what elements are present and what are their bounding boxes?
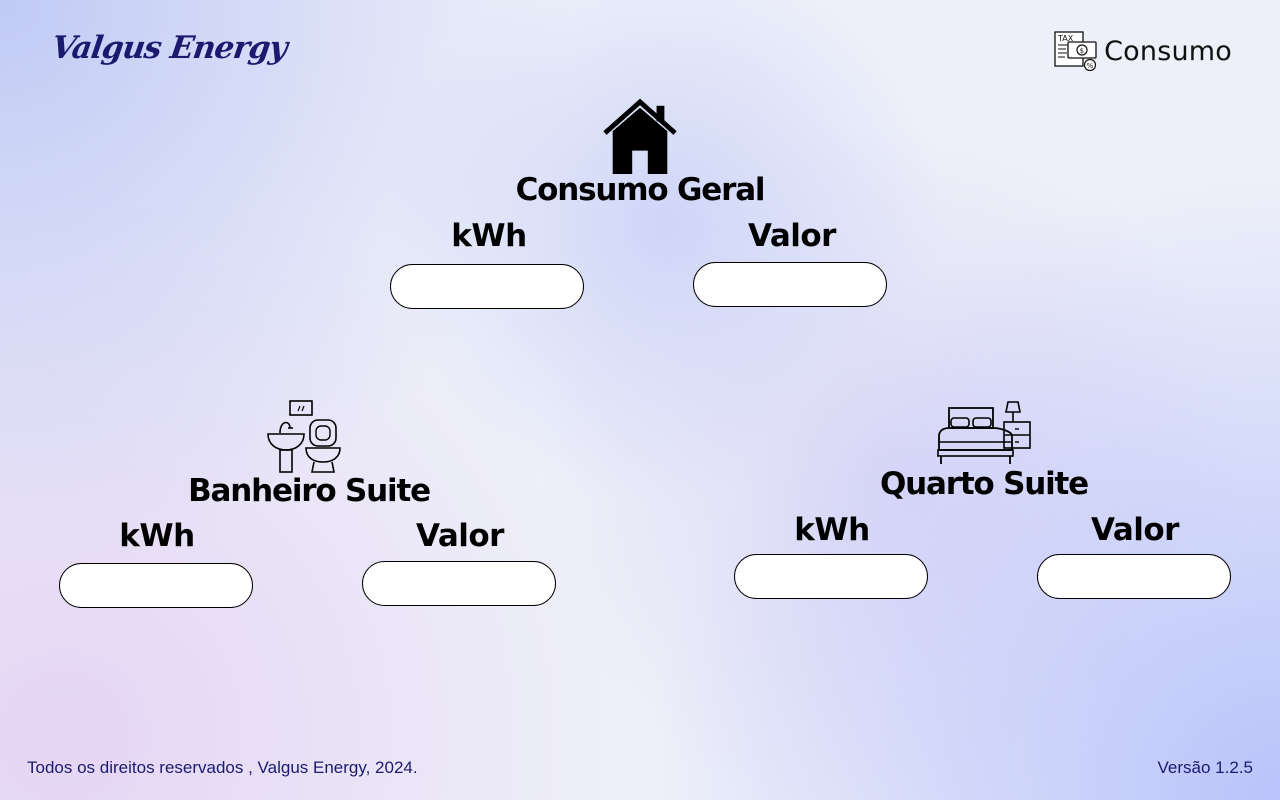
valor-input-quarto-suite[interactable]: [1037, 554, 1231, 599]
kwh-input-banheiro-suite[interactable]: [59, 563, 253, 608]
valor-input-banheiro-suite[interactable]: [362, 561, 556, 606]
section-title-quarto-suite: Quarto Suite: [879, 466, 1089, 502]
kwh-label: kWh: [451, 218, 527, 254]
page-tag: TAX $ % Consumo: [1054, 30, 1232, 72]
svg-text:%: %: [1087, 62, 1094, 70]
section-quarto-suite: Quarto Suite kWh Valor: [731, 398, 1237, 608]
section-consumo-geral: Consumo Geral kWh Valor: [387, 96, 893, 316]
kwh-input-quarto-suite[interactable]: [734, 554, 928, 599]
valor-label: Valor: [748, 218, 836, 254]
kwh-label: kWh: [119, 518, 195, 554]
valor-label: Valor: [1091, 512, 1179, 548]
svg-text:TAX: TAX: [1057, 34, 1074, 43]
house-icon: [603, 98, 677, 175]
brand-logo: Valgus Energy: [49, 30, 289, 66]
kwh-input-consumo-geral[interactable]: [390, 264, 584, 309]
svg-text:$: $: [1080, 47, 1084, 55]
valor-label: Valor: [416, 518, 504, 554]
section-banheiro-suite: Banheiro Suite kWh Valor: [56, 398, 562, 613]
kwh-label: kWh: [794, 512, 870, 548]
valor-input-consumo-geral[interactable]: [693, 262, 887, 307]
bathroom-icon: [267, 400, 341, 473]
section-title-banheiro-suite: Banheiro Suite: [188, 473, 431, 509]
footer-copyright: Todos os direitos reservados , Valgus En…: [27, 758, 418, 777]
section-title-consumo-geral: Consumo Geral: [515, 172, 766, 208]
page-tag-label: Consumo: [1104, 35, 1232, 67]
bedroom-icon: [937, 401, 1031, 464]
app-version: Versão 1.2.5: [1157, 758, 1253, 777]
tax-receipt-icon: TAX $ %: [1054, 31, 1097, 72]
